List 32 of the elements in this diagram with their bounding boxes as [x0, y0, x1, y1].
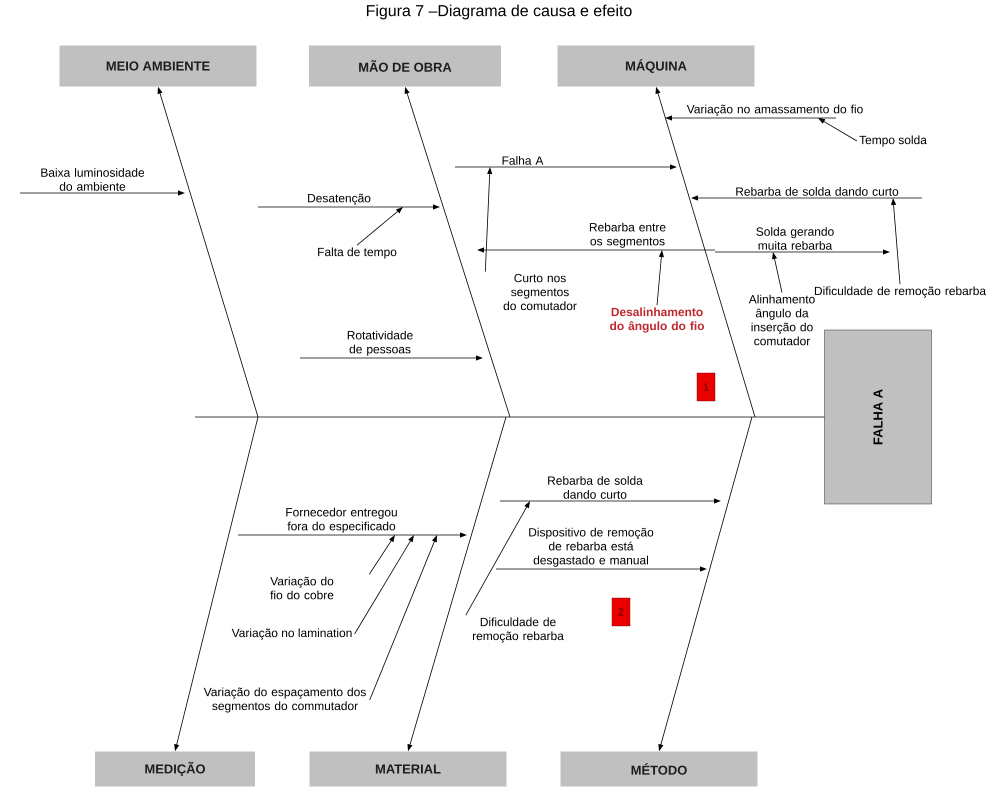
cause-label: Baixa luminosidade do ambiente — [41, 168, 144, 191]
category-box: MÃO DE OBRA — [309, 46, 501, 86]
marker-box: 1 — [696, 372, 716, 402]
category-box: MEDIÇÃO — [95, 752, 255, 786]
category-box: MEIO AMBIENTE — [60, 46, 256, 86]
cause-label: Alinhamento ângulo da inserção do comutador — [748, 294, 815, 346]
cause-label: Falha A — [502, 156, 544, 165]
cause-label: Rotatividade de pessoas — [348, 330, 413, 356]
cause-label: Falta de tempo — [318, 247, 396, 259]
effect-box: FALHA A — [824, 330, 932, 504]
cause-label: Fornecedor entregou fora do especificado — [286, 508, 397, 533]
marker-box: 2 — [612, 598, 630, 626]
category-box: MÉTODO — [560, 752, 758, 786]
cause-label: Dificuldade de remoção rebarba — [472, 617, 564, 643]
cause-label: Tempo solda — [859, 135, 927, 147]
title: Figura 7 –Diagrama de causa e efeito — [366, 4, 632, 20]
cause-label: Variação do espaçamento dos segmentos do commutador — [204, 687, 366, 713]
cause-label: Variação no amassamento do fio — [686, 104, 863, 116]
cause-label: Rebarba de solda dando curto — [736, 187, 898, 196]
category-box: MÁQUINA — [558, 46, 754, 86]
cause-label: Rebarba de solda dando curto — [548, 476, 643, 499]
cause-label: Rebarba entre os segmentos — [590, 222, 666, 248]
cause-label: Dispositivo de remoção de rebarba está desgastado e manual — [529, 528, 654, 567]
cause-label: Desatenção — [308, 194, 370, 205]
category-box: MATERIAL — [310, 752, 506, 786]
cause-label: Curto nos segmentos do comutador — [504, 274, 577, 310]
cause-label: Dificuldade de remoção rebarba — [814, 286, 986, 298]
cause-label: Variação no lamination — [232, 628, 352, 640]
cause-label: Variação do fio do cobre — [270, 576, 334, 600]
cause-label: Desalinhamento do ângulo do fio — [610, 307, 704, 333]
spine-line — [194, 416, 825, 418]
cause-label: Solda gerando muita rebarba — [756, 227, 834, 250]
